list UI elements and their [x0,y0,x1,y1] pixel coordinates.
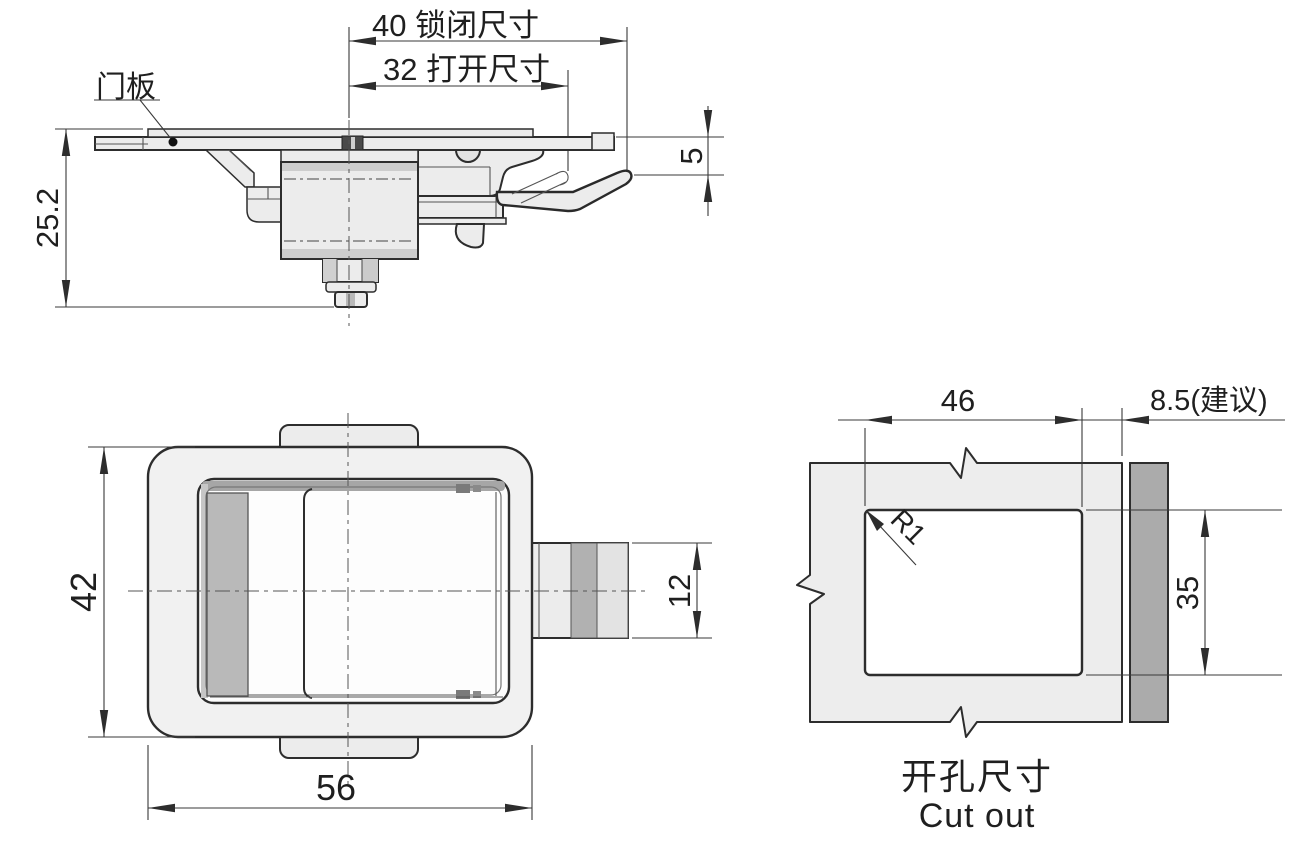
arrowhead [1055,415,1082,425]
arrowhead [1200,510,1210,537]
dim-gap-text: 5 [674,147,709,164]
arrowhead [99,710,109,737]
body-shading [282,163,417,171]
paddle-lever-locked [495,169,633,213]
leader-line [139,99,173,141]
shank-slot-highlight [351,137,355,149]
arrowhead [349,81,376,91]
paddle-lever-open-phantom [511,172,559,195]
paddle-lever-open-phantom [520,181,567,204]
hex-nut-facet [362,259,378,282]
paddle-lever-open-tip [555,170,569,186]
arrowhead [61,280,71,307]
arrowhead [349,36,376,46]
latch-pawl [454,223,486,249]
dim-height-text: 35 [1170,576,1205,610]
arrowhead [541,81,568,91]
washer [325,281,377,293]
lock-housing [417,149,545,197]
dim-width-text: 56 [316,767,356,808]
stud-shading [346,293,355,306]
body-shading [282,249,417,258]
side-view: 40 锁闭尺寸 32 打开尺寸 25.2 5 [30,8,724,326]
arrowhead [61,129,71,156]
arrowhead [600,36,627,46]
pivot-clip [456,690,470,699]
cutout-caption-cn: 开孔尺寸 [901,756,1053,797]
cutout-view: 46 8.5(建议) 35 R1 开孔尺寸 Cut out [796,383,1285,835]
cutout-caption-en: Cut out [919,797,1036,835]
arrowhead [866,510,884,531]
dim-closed-text: 40 锁闭尺寸 [372,8,539,43]
recess-rim-shadow-top [202,481,505,491]
dim-tongue-text: 12 [662,574,697,608]
arrowhead [703,110,713,137]
arrowhead [692,611,702,638]
arrowhead [865,415,892,425]
dim-open-text: 32 打开尺寸 [383,52,550,87]
arrowhead [1200,648,1210,675]
edge-strip [1129,462,1169,723]
arrowhead [505,803,532,813]
grip-strip [206,492,249,697]
panel-end-block [591,132,615,151]
dim-width-text: 46 [941,383,975,418]
pan-left-wall [204,149,255,188]
arrowhead [148,803,175,813]
arrowhead [99,447,109,474]
pan-wall-facet [228,149,252,172]
screw-head [454,149,482,163]
cam-bar [417,195,504,219]
recess-rim-shadow-left [201,484,208,698]
arrowhead [703,175,713,202]
arrowhead [692,543,702,570]
pivot-clip [456,484,470,493]
leader-dot [168,137,178,147]
front-view: 42 56 12 [63,413,712,820]
arrowhead [1122,415,1149,425]
pivot-clip [473,691,481,698]
paddle-edge [303,488,313,699]
cutout-hole [863,508,1084,677]
dim-height-text: 25.2 [30,188,65,248]
dim-height-text: 42 [63,572,104,612]
dim-edge-text: 8.5(建议) [1150,384,1268,417]
door-panel-label: 门板 [96,71,156,104]
hex-nut-facet [323,259,337,282]
pan-foot [246,186,282,223]
pivot-clip [473,485,481,492]
latch-flange-lip [147,128,534,138]
